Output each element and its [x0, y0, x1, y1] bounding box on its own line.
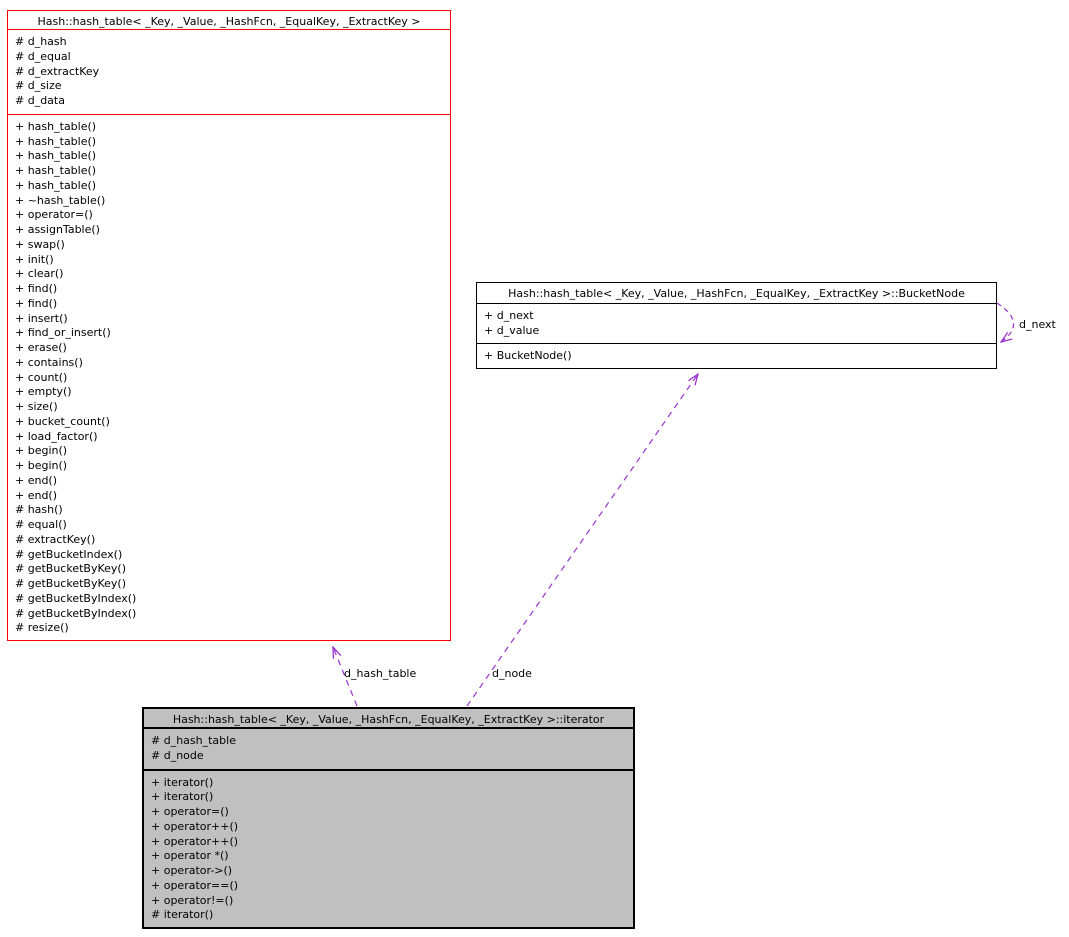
- edge-label-d-next: d_next: [1019, 318, 1056, 331]
- class-methods-hash-table: + hash_table()+ hash_table()+ hash_table…: [8, 115, 450, 640]
- member-row: # getBucketByIndex(): [15, 606, 137, 620]
- member-row: + end(): [15, 473, 58, 487]
- member-row: # getBucketByKey(): [15, 577, 126, 590]
- member-row: + find_or_insert(): [15, 326, 111, 340]
- member-row: + operator=(): [151, 805, 229, 818]
- member-row: # iterator(): [151, 908, 214, 922]
- member-row: + clear(): [15, 267, 64, 281]
- member-row: + count(): [15, 370, 68, 384]
- member-row: + operator=(): [15, 208, 93, 222]
- member-row: + bucket_count(): [15, 414, 110, 428]
- member-row: + empty(): [15, 385, 72, 399]
- member-row: + iterator(): [151, 790, 214, 804]
- member-row: + find(): [15, 282, 58, 295]
- member-row: # d_node: [151, 748, 204, 762]
- member-row: + d_next: [484, 308, 534, 322]
- member-row: + ~hash_table(): [15, 193, 106, 207]
- class-box-hash-table[interactable]: Hash::hash_table< _Key, _Value, _HashFcn…: [7, 10, 451, 641]
- member-row: + operator==(): [151, 878, 239, 892]
- member-row: + hash_table(): [15, 178, 97, 192]
- member-row: + hash_table(): [15, 119, 97, 133]
- member-row: # extractKey(): [15, 532, 96, 546]
- edge-label-d-node: d_node: [492, 667, 532, 680]
- member-row: # d_extractKey: [15, 64, 100, 78]
- edge-label-d-hash-table: d_hash_table: [344, 667, 417, 680]
- member-row: + insert(): [15, 311, 68, 325]
- member-row: + init(): [15, 252, 54, 266]
- edge-d-node-arrow: [466, 374, 698, 707]
- class-attributes-iterator: # d_hash_table# d_node: [144, 729, 633, 771]
- edge-d-next-self-loop-arrow: [996, 302, 1015, 342]
- member-row: + operator->(): [151, 864, 233, 877]
- member-row: # equal(): [15, 518, 67, 531]
- member-row: # getBucketIndex(): [15, 547, 123, 561]
- class-attributes-bucket-node: + d_next+ d_value: [477, 304, 996, 345]
- member-row: + hash_table(): [15, 149, 97, 163]
- class-title-bucket-node: Hash::hash_table< _Key, _Value, _HashFcn…: [477, 283, 996, 304]
- class-box-iterator[interactable]: Hash::hash_table< _Key, _Value, _HashFcn…: [142, 707, 635, 929]
- member-row: + size(): [15, 400, 58, 413]
- member-row: # d_hash: [15, 35, 67, 48]
- member-row: + hash_table(): [15, 134, 97, 148]
- class-attributes-hash-table: # d_hash# d_equal# d_extractKey# d_size#…: [8, 30, 450, 115]
- class-box-bucket-node[interactable]: Hash::hash_table< _Key, _Value, _HashFcn…: [476, 282, 997, 369]
- member-row: # resize(): [15, 621, 69, 635]
- member-row: + swap(): [15, 237, 65, 251]
- member-row: + iterator(): [151, 775, 214, 789]
- member-row: + load_factor(): [15, 429, 98, 443]
- member-row: # getBucketByIndex(): [15, 591, 137, 605]
- member-row: + begin(): [15, 459, 68, 472]
- member-row: + end(): [15, 488, 58, 502]
- member-row: # d_size: [15, 79, 62, 93]
- member-row: + operator!=(): [151, 893, 234, 907]
- class-methods-bucket-node: + BucketNode(): [477, 344, 996, 368]
- member-row: + operator++(): [151, 819, 239, 833]
- member-row: + erase(): [15, 341, 67, 354]
- member-row: # d_data: [15, 94, 65, 107]
- member-row: + operator *(): [151, 849, 229, 863]
- class-title-iterator: Hash::hash_table< _Key, _Value, _HashFcn…: [144, 709, 633, 729]
- member-row: + contains(): [15, 355, 83, 369]
- member-row: + hash_table(): [15, 164, 97, 177]
- member-row: + assignTable(): [15, 223, 100, 236]
- class-methods-iterator: + iterator()+ iterator()+ operator=()+ o…: [144, 770, 633, 927]
- member-row: # getBucketByKey(): [15, 562, 126, 576]
- member-row: + find(): [15, 296, 58, 310]
- member-row: + begin(): [15, 444, 68, 458]
- member-row: # hash(): [15, 503, 63, 517]
- member-row: # d_hash_table: [151, 734, 236, 747]
- member-row: + d_value: [484, 323, 540, 337]
- member-row: + BucketNode(): [484, 349, 572, 363]
- class-title-hash-table: Hash::hash_table< _Key, _Value, _HashFcn…: [8, 11, 450, 30]
- member-row: # d_equal: [15, 49, 71, 63]
- member-row: + operator++(): [151, 834, 239, 848]
